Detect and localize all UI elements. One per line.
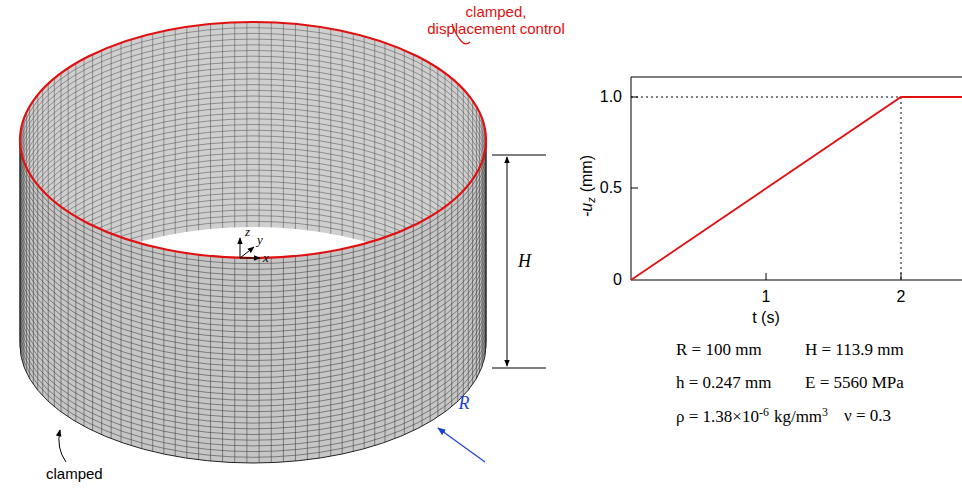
parameter: E = 5560 MPa [805, 374, 904, 393]
mesh-ring [20, 197, 486, 315]
axis-label: y [257, 233, 263, 247]
boundary-note: clamped [46, 466, 103, 483]
mesh-ring [20, 237, 486, 355]
mesh-ring [20, 322, 486, 440]
axis-label: x [263, 251, 269, 265]
mesh-ring [20, 119, 486, 237]
mesh-ring [20, 288, 486, 406]
parameter-row: ρ = 1.38×10-6 kg/mm3 [676, 406, 828, 427]
mesh-ring [20, 151, 486, 269]
mesh-ring [20, 102, 486, 220]
mesh-ring [20, 225, 486, 343]
mesh-ring [20, 50, 486, 168]
right-edge [486, 140, 487, 345]
parameter: -6 [759, 405, 769, 419]
mesh-ring [20, 277, 486, 395]
radius-arrow [438, 428, 485, 462]
outer-mesh [20, 143, 486, 463]
load-chart [631, 77, 962, 280]
mesh-ring [20, 107, 486, 225]
parameter: ν = 0.3 [844, 407, 891, 426]
outer-wall [20, 140, 486, 463]
mesh-ring [20, 334, 486, 452]
mesh-ring [20, 299, 486, 417]
mesh-ring [20, 45, 486, 163]
mesh-ring [20, 186, 486, 304]
mesh-ring [20, 339, 486, 457]
axis-title-row: -uz (mm) [578, 155, 597, 217]
mesh-ring [20, 220, 486, 338]
parameter: R = 100 mm [676, 341, 762, 360]
mesh-ring [20, 73, 486, 191]
mesh-ring [20, 62, 486, 180]
left-edge [20, 140, 21, 345]
tick-label: 0.5 [600, 179, 622, 197]
parameter: h = 0.247 mm [676, 374, 772, 393]
mesh-ring [20, 265, 486, 383]
axis-title: -u [578, 203, 595, 217]
mesh-ring [20, 231, 486, 349]
height-dimension [492, 155, 546, 368]
mesh-ring [20, 254, 486, 372]
mesh-ring [20, 79, 486, 197]
mesh-ring [20, 96, 486, 214]
parameter: H = 113.9 mm [805, 341, 904, 360]
mesh-ring [20, 282, 486, 400]
mesh-ring [20, 180, 486, 298]
tick-label: 1.0 [600, 88, 622, 106]
mesh-ring [20, 248, 486, 366]
mesh-ring [20, 214, 486, 332]
tick-label: 1 [762, 288, 771, 306]
clamp-leader [59, 430, 66, 462]
mesh-ring [20, 146, 486, 264]
mesh-ring [20, 328, 486, 446]
mesh-ring [20, 208, 486, 326]
mesh-ring [20, 317, 486, 435]
axis-title: (mm) [578, 155, 595, 192]
boundary-note: clamped, displacement control [421, 4, 571, 37]
top-rim [20, 22, 486, 258]
dimension-label: H [517, 250, 532, 274]
axis-label: z [245, 225, 250, 239]
tick-label: 2 [897, 288, 906, 306]
mesh-ring [20, 243, 486, 361]
parameter: kg/mm [774, 407, 822, 426]
mesh-ring [20, 28, 486, 146]
parameter: 3 [822, 405, 828, 419]
axis-title: z [585, 197, 597, 203]
radius-label: R [459, 394, 470, 414]
mesh-ring [20, 203, 486, 321]
mesh-ring [20, 90, 486, 208]
mesh-ring [20, 168, 486, 286]
mesh-ring [20, 85, 486, 203]
mesh-ring [20, 311, 486, 429]
mesh-ring [20, 191, 486, 309]
mesh-ring [20, 305, 486, 423]
mesh-ring [20, 56, 486, 174]
mesh-ring [20, 260, 486, 378]
mesh-ring [20, 33, 486, 151]
axis-title: t (s) [752, 309, 780, 327]
tick-label: 0 [613, 271, 622, 289]
mesh-ring [20, 163, 486, 281]
bottom-edge [20, 345, 486, 463]
mesh-ring [20, 294, 486, 412]
mesh-ring [20, 174, 486, 292]
mesh-ring [20, 113, 486, 231]
parameter: ρ = 1.38×10 [676, 407, 759, 426]
mesh-ring [20, 271, 486, 389]
mesh-ring [20, 68, 486, 186]
